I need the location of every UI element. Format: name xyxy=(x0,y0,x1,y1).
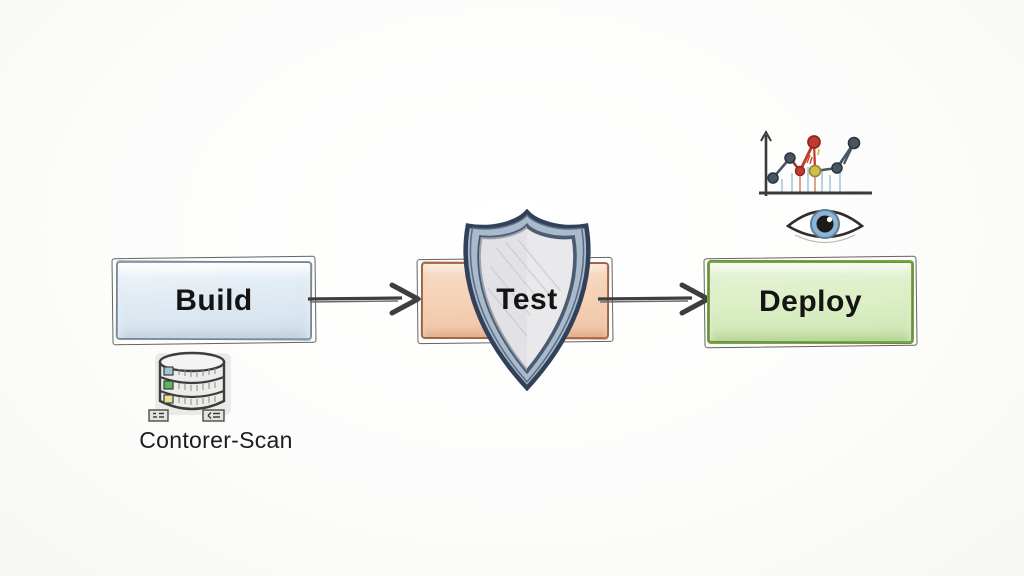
db-chip-right xyxy=(202,409,225,422)
stage-deploy-label: Deploy xyxy=(758,285,863,318)
database-scan-icon xyxy=(148,351,231,422)
stage-test-label: Test xyxy=(496,283,558,316)
flow-arrow-build-to-test xyxy=(307,282,422,316)
eye-icon xyxy=(785,209,865,244)
stage-deploy: Deploy xyxy=(703,255,918,349)
flow-arrow-test-to-deploy xyxy=(597,282,712,316)
db-chip-left xyxy=(148,409,169,422)
stage-build-label: Build xyxy=(175,283,253,317)
metrics-chart-icon xyxy=(759,129,872,196)
scan-label: Contorer-Scan xyxy=(139,427,293,453)
shield-icon xyxy=(463,208,591,392)
security-shield-icon: Test xyxy=(450,208,604,392)
stage-build: Build xyxy=(111,255,317,346)
